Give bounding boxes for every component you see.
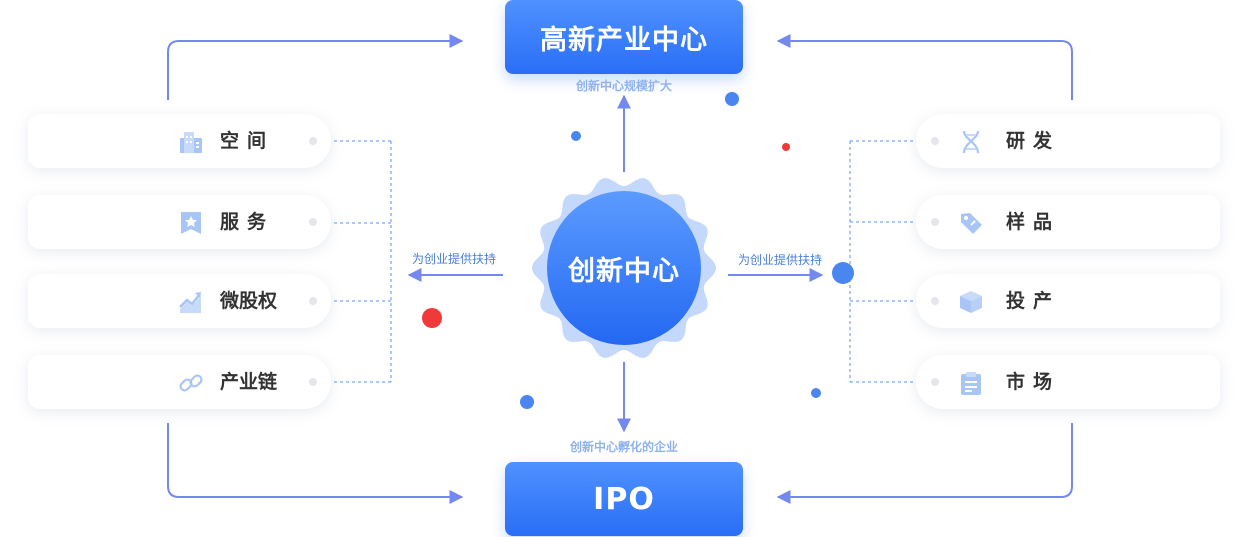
connector-dot (931, 378, 939, 386)
cube-icon (960, 291, 982, 313)
left-item-card: 服务 (28, 195, 331, 249)
arrow-left-top (167, 34, 464, 100)
top-node-label: 高新产业中心 (540, 24, 708, 56)
clipboard-icon (961, 372, 981, 395)
decor-dot (811, 388, 821, 398)
right-item-label: 样品 (1006, 211, 1061, 233)
decor-dot (782, 143, 790, 151)
decor-dot (832, 262, 854, 284)
left-item-label: 空间 (220, 130, 275, 152)
top-node: 高新产业中心 (505, 0, 743, 74)
decor-dot (571, 131, 581, 141)
left-item-card: 微股权 (28, 274, 331, 328)
bottom-node-label: IPO (593, 481, 655, 517)
star-badge-icon (181, 212, 201, 234)
arrow-left-bottom (167, 423, 464, 504)
trend-chart-icon (179, 292, 201, 313)
bottom-node: IPO (505, 462, 743, 536)
right-support-label: 为创业提供扶持 (738, 253, 823, 267)
right-item-card: 研发 (916, 114, 1220, 168)
right-item-card: 样品 (916, 195, 1220, 249)
left-item-label: 服务 (220, 211, 275, 233)
connector-dot (931, 137, 939, 145)
connector-dot (309, 378, 317, 386)
left-support-label: 为创业提供扶持 (412, 252, 497, 266)
connector-dot (309, 297, 317, 305)
left-item-card: 产业链 (28, 355, 331, 409)
right-item-card: 投产 (916, 274, 1220, 328)
right-item-label: 研发 (1006, 130, 1061, 152)
right-item-label: 投产 (1006, 290, 1061, 312)
center-badge (547, 191, 701, 345)
chain-link-icon (179, 374, 203, 392)
dna-icon (962, 130, 980, 154)
right-dashed-bracket (849, 140, 916, 383)
left-item-label: 微股权 (220, 290, 278, 312)
connector-dot (309, 218, 317, 226)
arrow-right-bottom (776, 423, 1073, 504)
top-caption: 创新中心规模扩大 (575, 79, 672, 93)
right-item-label: 市场 (1006, 371, 1061, 393)
decor-dot (422, 308, 442, 328)
building-icon (180, 132, 202, 153)
arrow-right-top (776, 34, 1073, 100)
decor-dot (725, 92, 739, 106)
connector-dot (931, 297, 939, 305)
tag-icon (961, 213, 982, 234)
connector-dot (931, 218, 939, 226)
left-item-card: 空间 (28, 114, 331, 168)
right-item-card: 市场 (916, 355, 1220, 409)
decor-dot (520, 395, 534, 409)
left-item-label: 产业链 (220, 371, 278, 393)
left-dashed-bracket (328, 140, 392, 383)
connector-dot (309, 137, 317, 145)
bottom-caption: 创新中心孵化的企业 (569, 440, 678, 454)
center-node-label: 创新中心 (568, 255, 680, 287)
